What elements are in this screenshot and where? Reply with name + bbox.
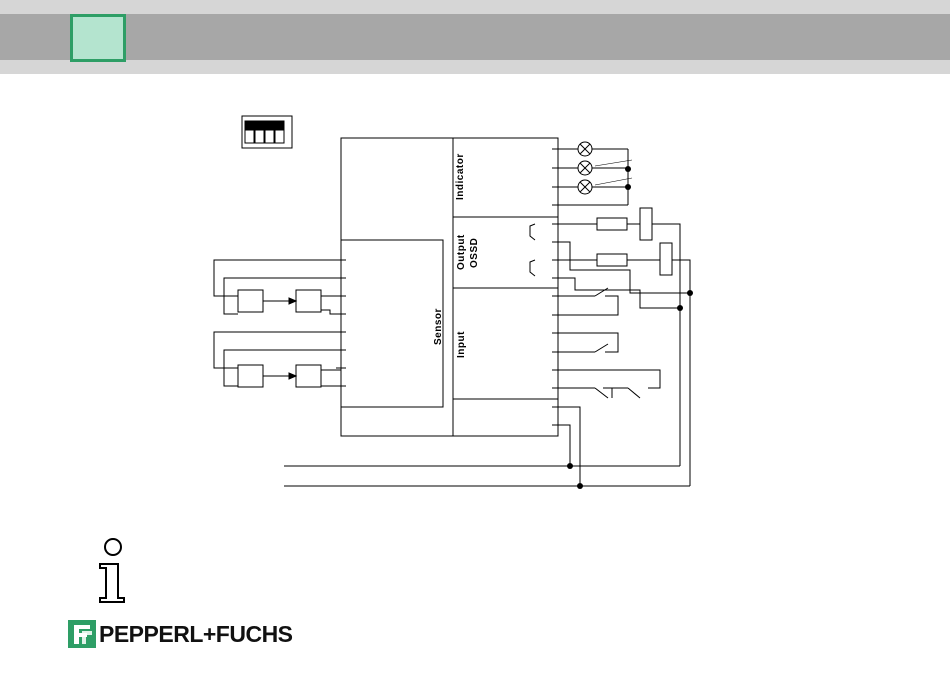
indicator-label: Indicator xyxy=(455,153,466,200)
device-body xyxy=(341,138,558,436)
brand-logo-mark-icon xyxy=(68,620,96,648)
sensor-wiring-bottom xyxy=(214,332,341,387)
brand-logo: PEPPERL+FUCHS xyxy=(68,620,293,648)
relay-coil-icon xyxy=(563,208,693,486)
sensor-block xyxy=(341,240,443,407)
sensor-label: Sensor xyxy=(433,308,444,345)
brand-name: PEPPERL+FUCHS xyxy=(99,620,293,648)
info-icon xyxy=(96,536,132,604)
ossd-label: OSSD xyxy=(469,238,480,268)
switch-contact-icon xyxy=(563,288,660,398)
input-label: Input xyxy=(456,331,467,358)
lamp-icon xyxy=(563,142,632,205)
ossd-contact-icon xyxy=(530,224,535,276)
sensor-wiring-top xyxy=(214,260,341,314)
dip-switch-icon xyxy=(242,116,292,148)
output-label: Output xyxy=(456,234,467,270)
supply-rails xyxy=(284,407,690,489)
